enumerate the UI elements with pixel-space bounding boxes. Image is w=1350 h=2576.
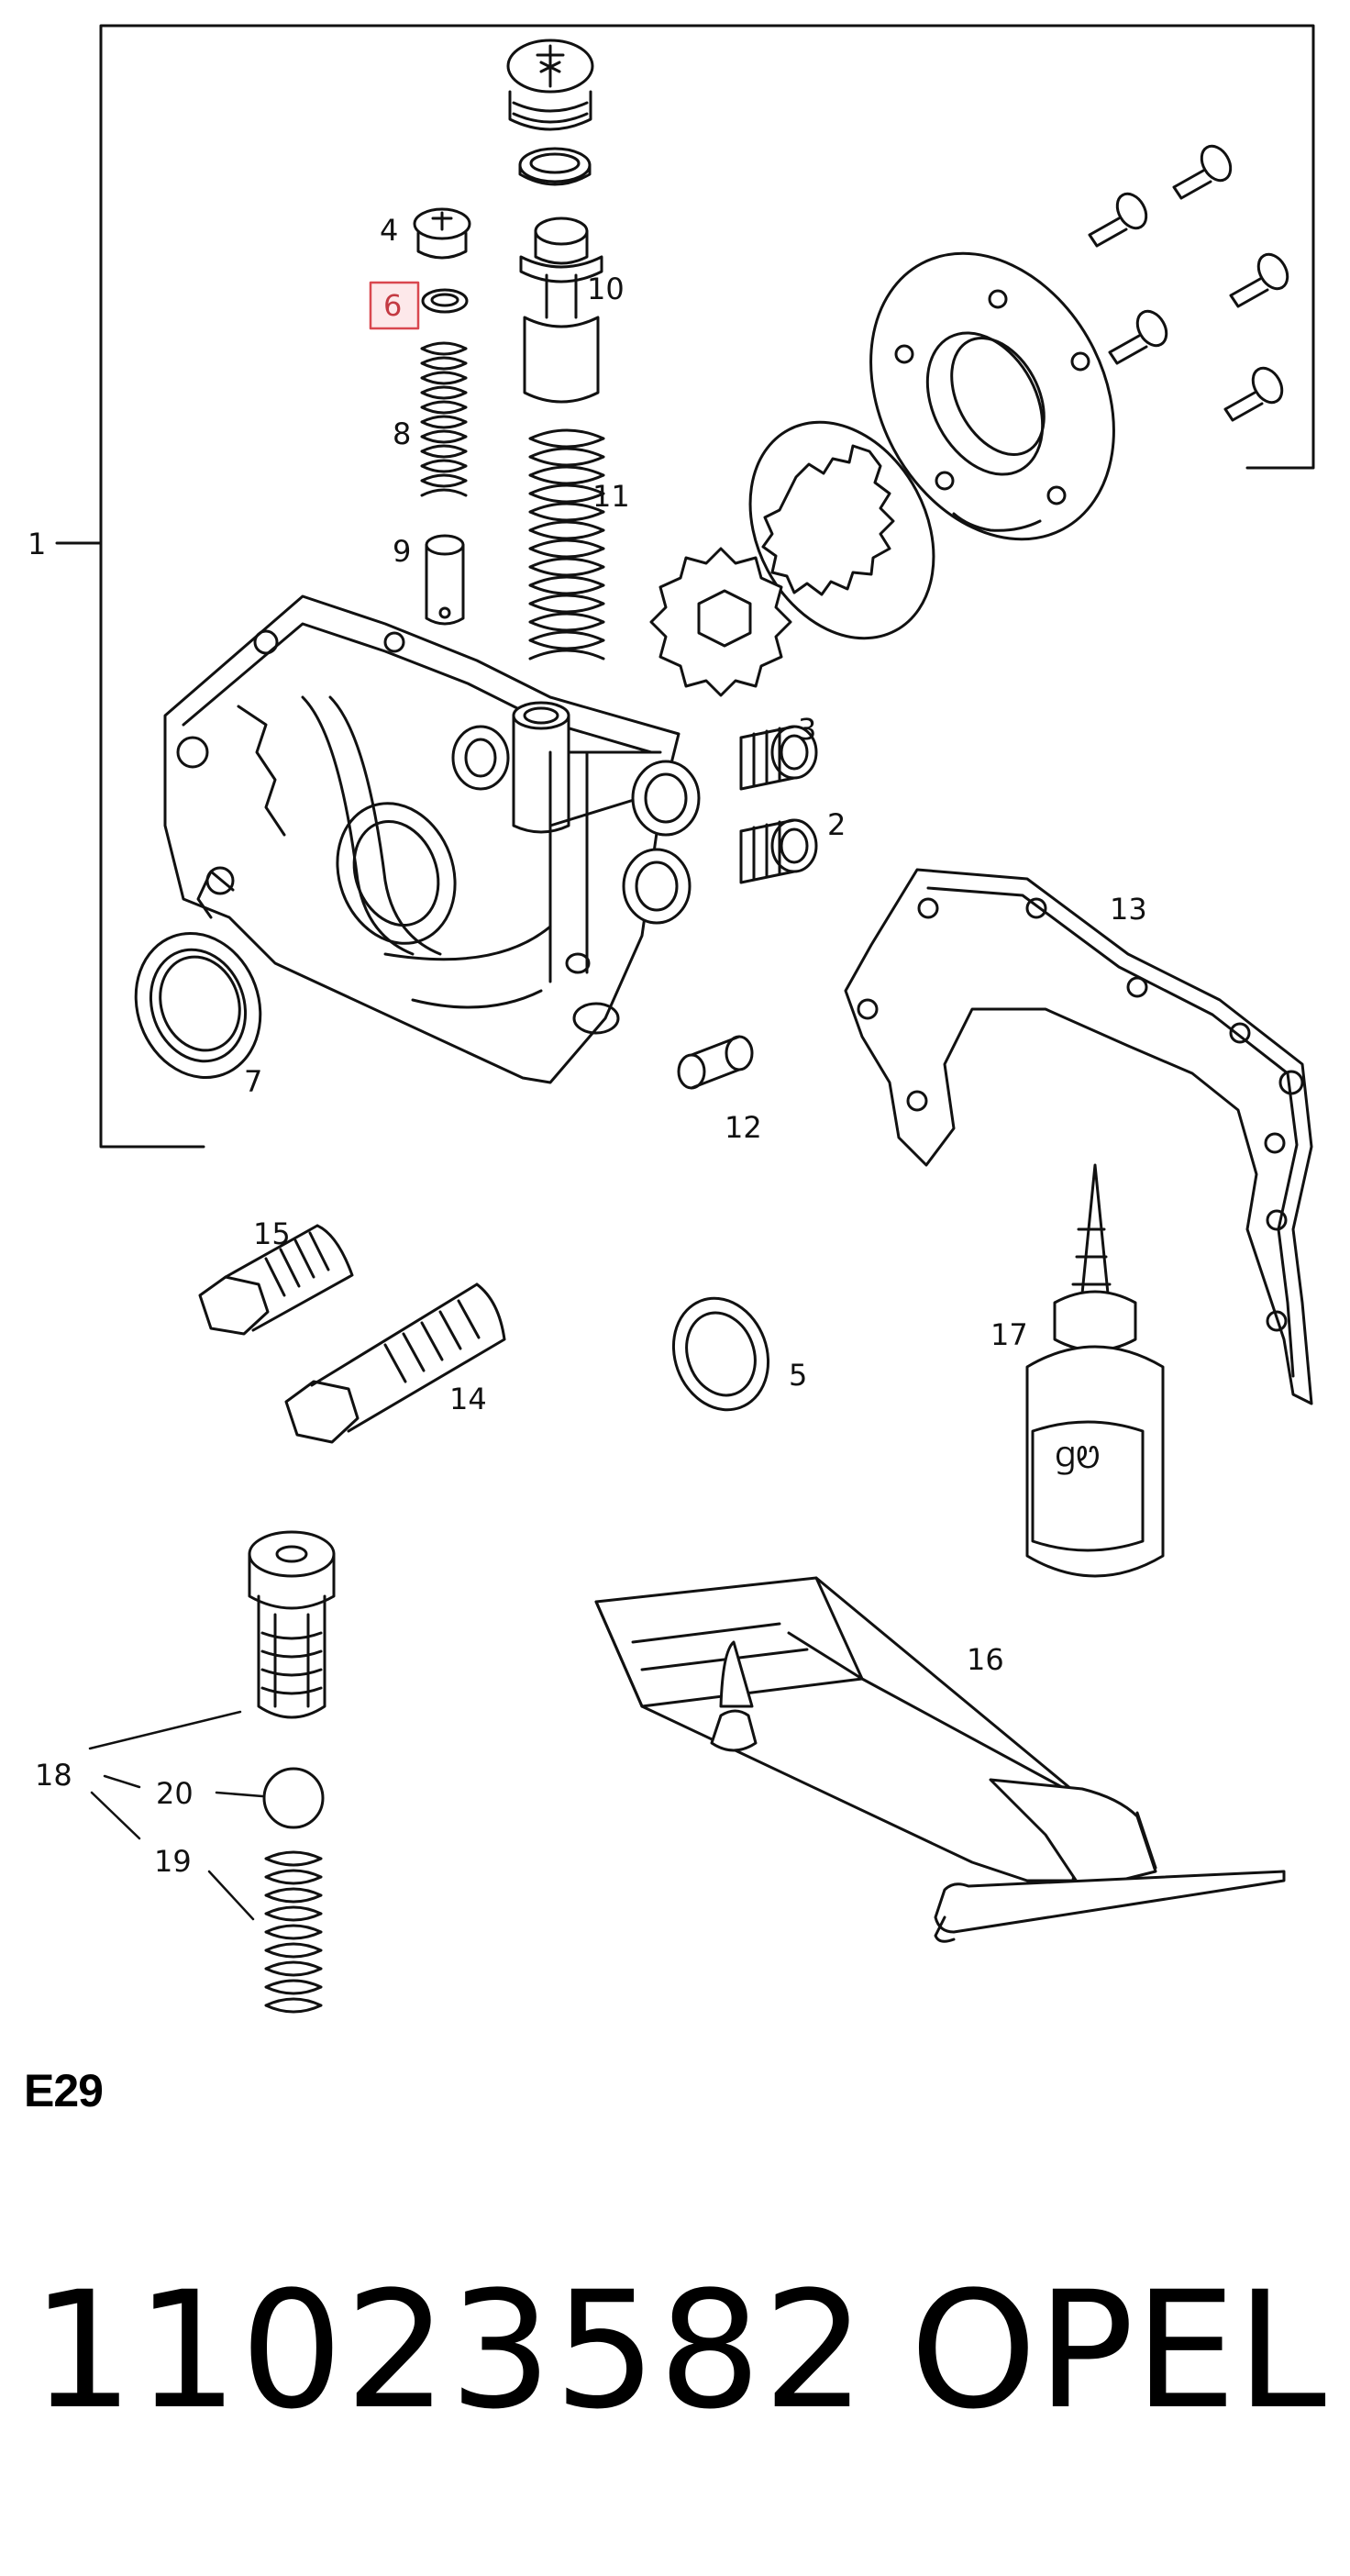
outer-rotor <box>714 390 970 670</box>
inner-rotor-gear <box>651 549 791 695</box>
seal-ring-top <box>520 149 590 184</box>
callout-10: 10 <box>587 272 625 306</box>
callout-20: 20 <box>156 1776 194 1811</box>
relief-spring-small <box>422 343 466 495</box>
callout-9: 9 <box>393 534 411 569</box>
threaded-plug-3 <box>741 727 816 789</box>
callout-12: 12 <box>725 1110 762 1145</box>
leader-lines <box>90 1712 262 1919</box>
small-screw-plug <box>415 209 470 258</box>
bolt-long <box>286 1284 504 1442</box>
callout-6-highlight <box>371 283 418 328</box>
sealant-bottle: ꞬᏬ <box>1027 1165 1163 1576</box>
svg-text:ꞬᏬ: ꞬᏬ <box>1055 1440 1100 1475</box>
callout-8: 8 <box>393 416 411 451</box>
callout-labels: 1 2 3 4 5 6 7 8 9 10 11 12 13 14 15 16 1… <box>28 213 1147 1879</box>
callout-7: 7 <box>244 1064 262 1099</box>
filter-valve <box>249 1532 334 1717</box>
shaft-seal-large <box>116 916 281 1094</box>
callout-5: 5 <box>789 1358 807 1393</box>
pump-cover-plate <box>823 211 1161 582</box>
callout-13: 13 <box>1110 892 1147 927</box>
screw-plug-top <box>508 40 592 129</box>
callout-6: 6 <box>383 288 402 323</box>
check-ball <box>264 1769 323 1827</box>
relief-spring-large <box>530 430 603 659</box>
small-seal-ring <box>423 290 467 312</box>
callout-11: 11 <box>592 479 630 514</box>
callout-2: 2 <box>827 807 846 842</box>
callout-14: 14 <box>449 1382 487 1416</box>
callout-1: 1 <box>28 527 46 561</box>
callout-18: 18 <box>35 1758 72 1793</box>
callout-16: 16 <box>967 1642 1004 1677</box>
shaft-seal-small <box>658 1285 783 1424</box>
pressure-relief-piston <box>521 218 602 402</box>
callout-3: 3 <box>798 712 816 747</box>
bolt-short <box>200 1226 352 1334</box>
cover-screws <box>1090 141 1293 420</box>
small-piston <box>426 536 463 624</box>
check-valve-spring <box>266 1852 321 2012</box>
threaded-plug-2 <box>741 820 816 883</box>
section-code: E29 <box>24 2065 104 2116</box>
dowel-pin <box>679 1037 752 1088</box>
callout-15: 15 <box>253 1216 291 1251</box>
callout-17: 17 <box>990 1317 1028 1352</box>
sealant-tube-kit <box>596 1578 1284 1941</box>
callout-19: 19 <box>154 1844 192 1879</box>
assembly-bracket <box>57 26 1313 1147</box>
callout-4: 4 <box>380 213 398 248</box>
part-number: 11023582 <box>31 2257 868 2445</box>
pump-gasket <box>846 870 1311 1404</box>
oil-pump-housing <box>165 596 699 1083</box>
brand-name: OPEL <box>910 2257 1326 2445</box>
